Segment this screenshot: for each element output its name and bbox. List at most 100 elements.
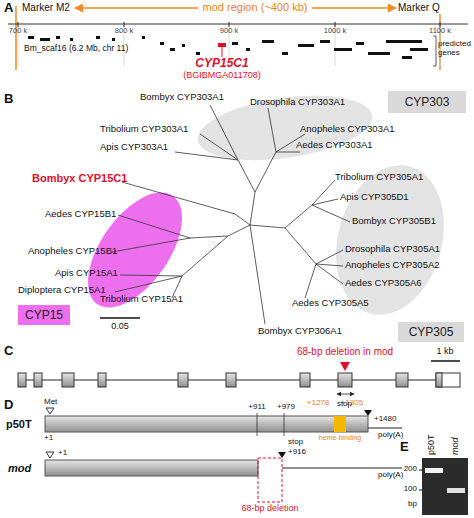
tree-branch [312, 199, 338, 205]
tree-branch [316, 250, 343, 264]
leaf-name: Anopheles CYP15B1 [28, 246, 117, 256]
predicted-gene [196, 52, 200, 55]
domain-label: heme-binding [319, 434, 361, 442]
predicted-gene [410, 48, 428, 51]
leaf-name: Tribolium CYP15A1 [100, 294, 183, 304]
clade-label-box: CYP305 [398, 322, 464, 342]
tree-branch [285, 205, 312, 228]
marker-line [15, 6, 17, 70]
clade-label-box: CYP15 [18, 305, 70, 325]
heme-binding-site [334, 416, 346, 432]
predicted-gene [96, 36, 100, 39]
scale-label: 0.05 [111, 322, 129, 332]
tree-branch [210, 105, 238, 160]
tree-branch [250, 192, 255, 225]
marker-name: Marker Q [398, 2, 440, 13]
leaf-name: Aedes CYP303A1 [296, 140, 373, 150]
panel-letter: E [400, 440, 409, 454]
leaf-name: Bombyx CYP305B1 [352, 216, 436, 226]
gene-name: CYP15C1 [195, 57, 248, 70]
start-marker [46, 408, 54, 414]
lane-label: p50T [427, 434, 437, 455]
marker-tick [419, 490, 422, 491]
tree-branch [276, 152, 300, 153]
stop-label: stop [337, 400, 352, 409]
clade-label-box: CYP303 [388, 91, 466, 113]
leaf-name: Aedes CYP305A5 [292, 298, 369, 308]
exon-box [300, 373, 310, 387]
predicted-gene [262, 40, 274, 43]
tree-branch [118, 215, 190, 238]
predicted-gene [170, 48, 175, 51]
predicted-gene [386, 40, 422, 43]
stop-marker [278, 452, 286, 458]
leaf-name: Tribolium CYP303A1 [100, 124, 188, 134]
deletion-marker [340, 362, 350, 371]
leaf-name: Apis CYP303A1 [100, 142, 168, 152]
exon-box [436, 373, 460, 387]
position-line [257, 413, 258, 436]
axis-label: 800 k [115, 27, 133, 35]
start-marker [46, 452, 54, 458]
utr-line [282, 468, 402, 469]
position-label: +1 [44, 434, 53, 443]
deletion-label: 68-bp deletion [241, 504, 298, 514]
transcript-bar [45, 416, 368, 432]
predicted-gene [368, 52, 390, 55]
tree-branch [305, 264, 316, 298]
leaf-name: Bombyx CYP15C1 [32, 172, 127, 184]
gel-image [422, 458, 468, 515]
clade-name: CYP15 [25, 308, 63, 322]
leaf-name: Drosophila CYP303A1 [250, 97, 345, 107]
tree-branch [312, 180, 335, 205]
exon-box [18, 373, 26, 387]
position-label: +1 [58, 449, 67, 458]
scaffold-name: Bm_scaf16 (6.2 Mb, chr 11) [24, 44, 128, 53]
transcript-bar [45, 460, 258, 476]
bracket [433, 36, 436, 66]
tree-branch [235, 214, 250, 225]
predicted-gene [282, 52, 288, 55]
tree-branch [238, 160, 255, 192]
scale-bar [431, 360, 460, 362]
tree-branch [316, 264, 343, 284]
utr-line [368, 428, 402, 429]
position-line [284, 413, 285, 436]
start-label: Met [44, 398, 57, 407]
predicted-gene [246, 48, 250, 51]
exon-box [396, 373, 408, 387]
position-label: +916 [288, 448, 306, 457]
tree-branch [228, 225, 250, 236]
tree-branch [255, 152, 276, 192]
deletion-label: 68-bp deletion in mod [297, 346, 393, 357]
predicted-gene [402, 56, 412, 59]
predicted-gene [70, 38, 73, 41]
stop-marker [364, 410, 372, 416]
size-label: 200 [404, 465, 417, 474]
predicted-gene [160, 42, 164, 45]
leaf-name: Aedes CYP305A6 [345, 278, 422, 288]
predicted-gene [334, 48, 352, 51]
clade-name: CYP303 [405, 95, 450, 109]
exon-box [436, 373, 442, 387]
deletion-box [258, 458, 282, 502]
tree-branch [312, 205, 350, 222]
bracket-label: predicted genes [438, 40, 474, 58]
tree-branch [316, 264, 343, 266]
lane-label: mod [451, 437, 461, 455]
predicted-gene [56, 36, 60, 39]
tree-branch [285, 228, 316, 264]
leaf-name: Anopheles CYP303A1 [300, 124, 395, 134]
scaffold-axis [8, 24, 468, 25]
predicted-gene [232, 42, 238, 45]
axis-label: 900 k [220, 27, 238, 35]
clade-name: CYP305 [409, 325, 454, 339]
gel-band [447, 488, 465, 493]
polya-label: poly(A) [378, 471, 403, 480]
intron-line [18, 380, 460, 381]
panel-letter: D [4, 398, 13, 412]
transcript-name: p50T [6, 418, 32, 430]
region-arrow [75, 7, 198, 9]
size-label: 100 [404, 485, 417, 494]
